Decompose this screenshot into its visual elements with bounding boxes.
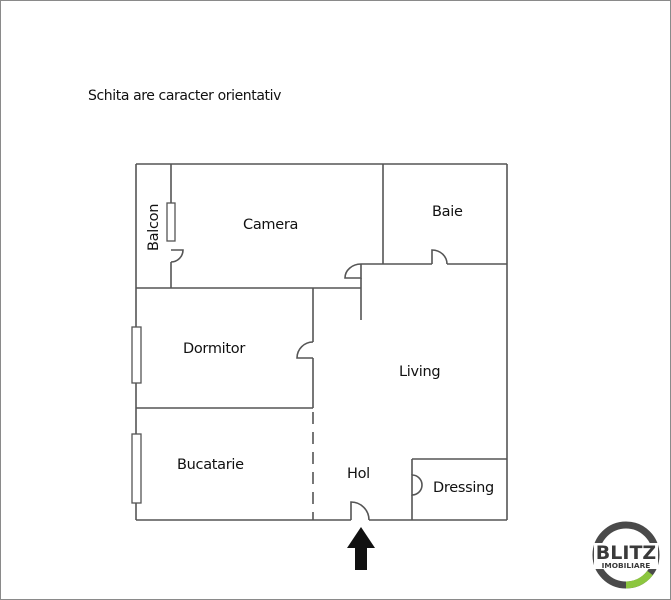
windows — [131, 202, 176, 504]
disclaimer-note: Schita are caracter orientativ — [88, 88, 282, 104]
blitz-logo: BLITZ IMOBILIARE — [592, 521, 660, 589]
logo-brand: BLITZ — [596, 542, 656, 564]
arrow-up-icon — [347, 527, 375, 570]
door-dormitor — [296, 341, 314, 359]
label-hol: Hol — [347, 466, 370, 482]
label-balcon: Balcon — [146, 204, 162, 251]
label-baie: Baie — [432, 204, 463, 220]
door-camera — [344, 263, 362, 279]
label-dressing: Dressing — [433, 480, 494, 496]
label-bucatarie: Bucatarie — [177, 457, 244, 473]
walls — [135, 163, 508, 521]
window-bucatarie — [131, 433, 142, 504]
window-balcon — [166, 202, 176, 242]
logo-accent-arc — [625, 570, 653, 589]
door-entrance — [350, 501, 370, 521]
door-dressing — [411, 474, 423, 496]
doors — [170, 249, 448, 521]
label-living: Living — [399, 364, 440, 380]
label-dormitor: Dormitor — [183, 341, 245, 357]
label-camera: Camera — [243, 217, 298, 233]
door-balcon — [170, 249, 184, 263]
door-baie — [431, 249, 448, 265]
window-dormitor — [131, 326, 142, 384]
logo-subtitle: IMOBILIARE — [602, 561, 651, 570]
